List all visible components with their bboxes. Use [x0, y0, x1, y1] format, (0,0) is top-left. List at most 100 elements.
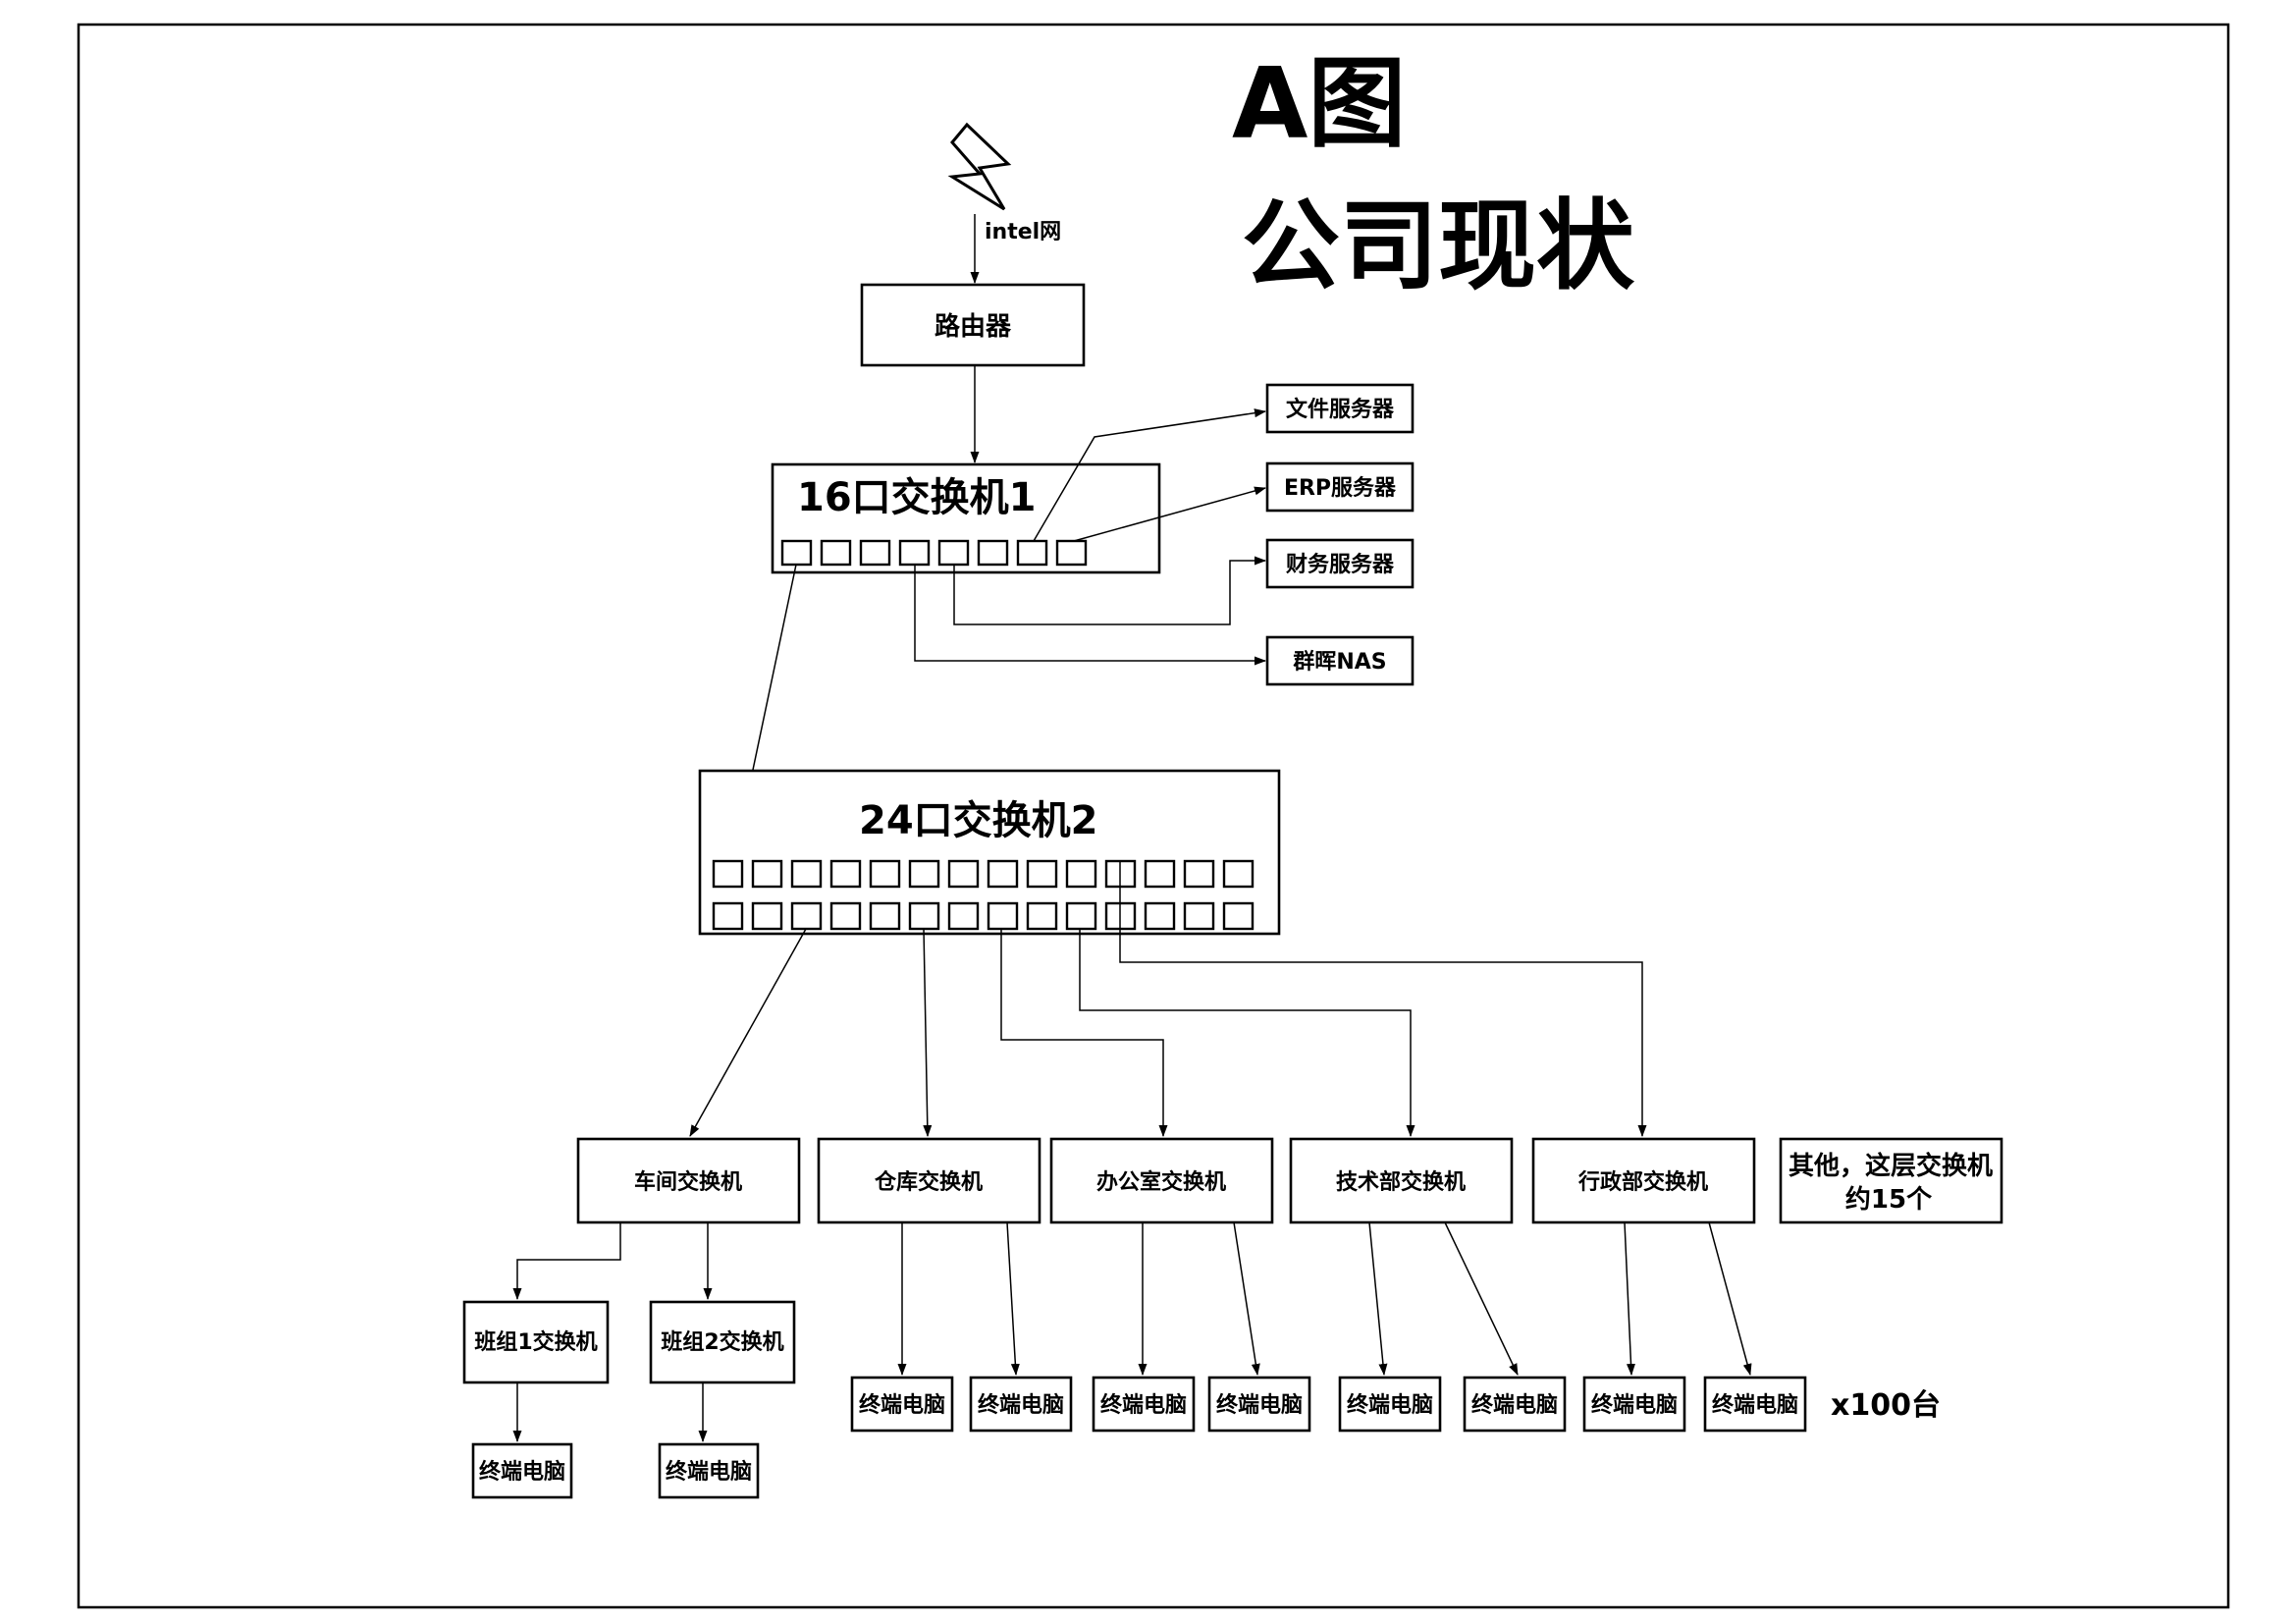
office-link — [1000, 929, 1168, 1137]
terminal-label: 终端电脑 — [1471, 1392, 1558, 1418]
terminal-box — [1338, 1376, 1442, 1433]
team1-switch-box — [462, 1300, 610, 1384]
terminal-box — [1207, 1376, 1311, 1433]
terminal-box — [658, 1442, 760, 1499]
switch24-port — [790, 901, 823, 931]
nas-link — [914, 565, 1266, 666]
switch24-port — [908, 859, 940, 889]
admin-switch-label: 行政部交换机 — [1577, 1169, 1708, 1195]
switch24-port — [947, 859, 980, 889]
warehouse-switch-label: 仓库交换机 — [874, 1169, 983, 1195]
terminal-label: 终端电脑 — [1347, 1392, 1433, 1418]
terminal-box — [850, 1376, 954, 1433]
terminal-label: 终端电脑 — [1100, 1392, 1187, 1418]
switch24-port — [1183, 901, 1215, 931]
lightning-icon — [947, 122, 1012, 211]
switch24-port — [829, 901, 862, 931]
tech-switch-label: 技术部交换机 — [1336, 1169, 1466, 1195]
switch24-port — [987, 901, 1019, 931]
switch24-port — [1144, 859, 1176, 889]
office-switch-label: 办公室交换机 — [1096, 1169, 1226, 1195]
terminal-link — [1368, 1221, 1388, 1376]
switch24-port — [829, 859, 862, 889]
terminal-link — [1006, 1221, 1020, 1376]
workshop-switch-box — [576, 1137, 801, 1224]
other-switch-label-line2: 约15个 — [1845, 1184, 1933, 1215]
tech-link — [1079, 929, 1415, 1137]
switch16-port — [977, 539, 1009, 567]
switch16-port — [820, 539, 852, 567]
diagram-title-line1: A图 — [1232, 46, 1406, 161]
switch24-port — [1222, 859, 1255, 889]
workshop-link — [689, 928, 807, 1137]
switch24-port — [1065, 901, 1097, 931]
switch24-port — [947, 901, 980, 931]
terminal-count-label: x100台 — [1831, 1388, 1941, 1423]
terminal-link — [1233, 1221, 1260, 1376]
terminal-label: 终端电脑 — [1216, 1392, 1303, 1418]
switch24-port — [987, 859, 1019, 889]
tech-switch-box — [1289, 1137, 1514, 1224]
warehouse-switch-box — [817, 1137, 1041, 1224]
file-server-label: 文件服务器 — [1286, 397, 1395, 422]
erp-server-link — [1073, 486, 1266, 542]
terminal-link — [1444, 1221, 1519, 1376]
erp-server-label: ERP服务器 — [1284, 476, 1397, 501]
internet-label: intel网 — [985, 220, 1061, 244]
switch16-port — [937, 539, 970, 567]
terminal-link — [1708, 1221, 1752, 1376]
file-server-box — [1265, 383, 1415, 434]
terminal-label: 终端电脑 — [1712, 1392, 1798, 1418]
team1-link — [512, 1222, 621, 1300]
terminal-link — [1624, 1221, 1635, 1376]
team2-switch-label: 班组2交换机 — [661, 1329, 783, 1355]
nas-label: 群晖NAS — [1293, 649, 1386, 675]
nas-box — [1265, 635, 1415, 686]
switch24-port — [751, 901, 783, 931]
workshop-switch-label: 车间交换机 — [634, 1169, 742, 1195]
switch24-port — [869, 901, 901, 931]
terminal-label: 终端电脑 — [479, 1459, 565, 1485]
router-box — [860, 283, 1086, 367]
terminal-box — [471, 1442, 573, 1499]
switch16-port — [898, 539, 931, 567]
switch24-port — [1065, 859, 1097, 889]
switch24-port — [869, 859, 901, 889]
switch24-port — [751, 859, 783, 889]
office-switch-box — [1049, 1137, 1274, 1224]
team1-switch-label: 班组1交换机 — [474, 1329, 597, 1355]
switch24-port — [1026, 859, 1058, 889]
switch16-port — [859, 539, 891, 567]
switch24-label: 24口交换机2 — [859, 798, 1098, 843]
terminal-box — [1703, 1376, 1807, 1433]
terminal-label: 终端电脑 — [666, 1459, 752, 1485]
terminal-box — [1463, 1376, 1567, 1433]
terminal-label: 终端电脑 — [859, 1392, 945, 1418]
diagram-title-line2: 公司现状 — [1242, 189, 1635, 303]
other-switch-box — [1779, 1137, 2003, 1224]
admin-switch-box — [1531, 1137, 1756, 1224]
terminal-label: 终端电脑 — [1591, 1392, 1678, 1418]
switch24-port — [790, 859, 823, 889]
terminal-label: 终端电脑 — [978, 1392, 1064, 1418]
router-label: 路由器 — [934, 311, 1012, 342]
switch24-port — [908, 901, 940, 931]
finance-server-label: 财务服务器 — [1286, 553, 1395, 577]
switch16-port — [1055, 539, 1088, 567]
finance-server-link — [953, 556, 1266, 625]
file-server-link — [1033, 408, 1266, 542]
switch24-port — [1222, 901, 1255, 931]
switch16-ports — [780, 539, 1088, 567]
terminal-box — [1582, 1376, 1686, 1433]
finance-server-box — [1265, 538, 1415, 589]
switch16-port — [780, 539, 813, 567]
warehouse-link — [923, 928, 933, 1137]
drawing-frame — [77, 23, 2230, 1609]
switch24-port — [1144, 901, 1176, 931]
admin-link — [1119, 861, 1647, 1137]
switch16-port — [1016, 539, 1048, 567]
switch16-label: 16口交换机1 — [797, 475, 1037, 520]
switch24-port — [712, 901, 744, 931]
switch24-port — [1183, 859, 1215, 889]
